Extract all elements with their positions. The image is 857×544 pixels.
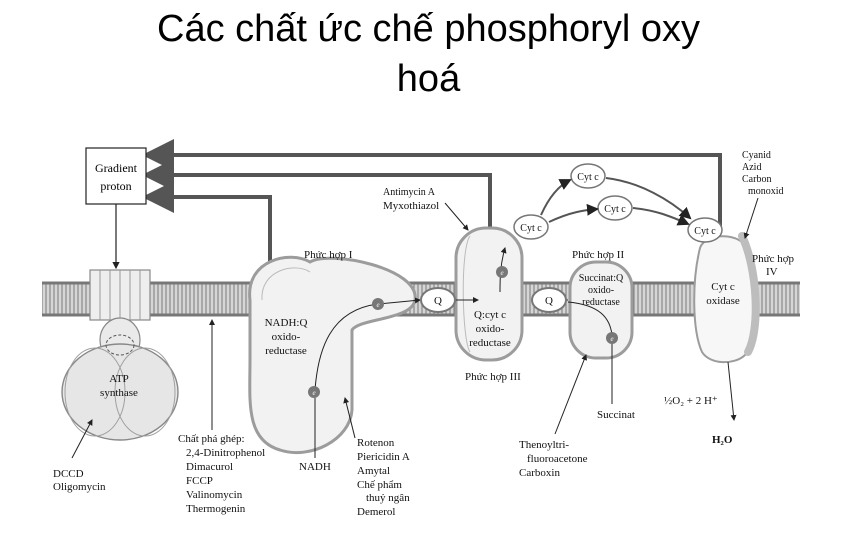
inhibitor-myxothiazol: Myxothiazol bbox=[383, 200, 439, 212]
complex-2: Phức hợp II Succinat:Q oxido- reductase bbox=[568, 249, 634, 360]
cytc-label-3: Cyt c bbox=[520, 223, 542, 234]
complex-3-footer: Phức hợp III bbox=[465, 371, 521, 383]
inhibitor-rotenon: Rotenon bbox=[357, 437, 395, 449]
gradient-proton-box: Gradient proton bbox=[85, 147, 147, 205]
title-line-1: Các chất ức chế phosphoryl oxy bbox=[157, 8, 700, 50]
complex-1-header: Phức hợp I bbox=[304, 249, 353, 261]
electron-2: e bbox=[312, 389, 315, 397]
complex-4-name-1: Cyt c bbox=[711, 281, 735, 293]
complex-1-name-2: oxido- bbox=[272, 331, 301, 343]
oxygen-label: ½O₂ + 2 H⁺ bbox=[664, 395, 718, 407]
q-carrier-1: Q bbox=[420, 287, 456, 313]
cytc-label-4: Cyt c bbox=[694, 226, 716, 237]
gradient-label-2: proton bbox=[100, 179, 131, 193]
nadh-label: NADH bbox=[299, 461, 331, 473]
succinat-label: Succinat bbox=[597, 409, 635, 421]
complex-1-name-3: reductase bbox=[265, 345, 307, 357]
uncoupler-fccp: FCCP bbox=[186, 475, 213, 487]
inhibitor-cyanid: Cyanid bbox=[742, 150, 771, 161]
uncoupler-dinitrophenol: 2,4-Dinitrophenol bbox=[186, 447, 265, 459]
q-label-1: Q bbox=[434, 295, 442, 307]
inhibitor-thenoyltri: Thenoyltri- bbox=[519, 439, 569, 451]
inhibitor-antimycin: Antimycin A bbox=[383, 187, 436, 198]
complex-4-header-2: IV bbox=[766, 266, 778, 278]
complex-4-name-2: oxidase bbox=[706, 295, 740, 307]
atp-synthase-label-1: ATP bbox=[109, 373, 129, 385]
cytc-arrows bbox=[540, 177, 692, 226]
complex-1-name-1: NADH:Q bbox=[265, 317, 308, 329]
q-label-2: Q bbox=[545, 295, 553, 307]
inhibitor-demerol: Demerol bbox=[357, 506, 395, 518]
uncoupler-dimacurol: Dimacurol bbox=[186, 461, 233, 473]
cytc-carriers bbox=[513, 163, 723, 243]
proton-arrows bbox=[142, 139, 722, 265]
inhibitor-carboxin: Carboxin bbox=[519, 467, 560, 479]
complex-2-name-1: Succinat:Q bbox=[579, 273, 624, 284]
inhibitor-oligomycin: Oligomycin bbox=[53, 481, 106, 493]
inhibitor-piericidin: Piericidin A bbox=[357, 451, 410, 463]
inhibitor-fluoroacetone: fluoroacetone bbox=[527, 453, 588, 465]
page-title: Các chất ức chế phosphoryl oxy hoá bbox=[0, 4, 857, 104]
uncouplers-header: Chất phá ghép: bbox=[178, 433, 245, 445]
complex-3-name-1: Q:cyt c bbox=[474, 309, 506, 321]
electron-3: e bbox=[500, 269, 503, 277]
electron-markers: e e e e bbox=[308, 266, 618, 398]
uncoupler-valinomycin: Valinomycin bbox=[186, 489, 243, 501]
inhibitor-monoxid: monoxid bbox=[748, 186, 784, 197]
electron-1: e bbox=[376, 301, 379, 309]
water-label: H₂O bbox=[712, 434, 733, 446]
electron-4: e bbox=[610, 335, 613, 343]
gradient-label-1: Gradient bbox=[95, 161, 138, 175]
inhibitor-che-pham: Chế phẩm bbox=[357, 479, 402, 491]
atp-synthase-label-2: synthase bbox=[100, 387, 138, 399]
uncoupler-thermogenin: Thermogenin bbox=[186, 503, 246, 515]
inhibitor-carbon: Carbon bbox=[742, 174, 771, 185]
cytc-label-2: Cyt c bbox=[604, 204, 626, 215]
complex-2-header: Phức hợp II bbox=[572, 249, 624, 261]
inhibitor-amytal: Amytal bbox=[357, 465, 390, 477]
membrane bbox=[42, 281, 800, 317]
inhibitor-dccd: DCCD bbox=[53, 468, 84, 480]
title-line-2: hoá bbox=[396, 58, 461, 100]
complex-3-name-2: oxido- bbox=[476, 323, 505, 335]
complex-2-name-3: reductase bbox=[582, 297, 620, 308]
cytc-label-1: Cyt c bbox=[577, 172, 599, 183]
inhibitor-azid: Azid bbox=[742, 162, 761, 173]
complex-4: Cyt c oxidase Phức hợp IV bbox=[693, 232, 795, 364]
inhibitor-thuy-ngan: thuỷ ngân bbox=[366, 492, 410, 504]
complex-3-name-3: reductase bbox=[469, 337, 511, 349]
atp-synthase: ATP synthase bbox=[61, 269, 179, 441]
complex-2-name-2: oxido- bbox=[588, 285, 614, 296]
complex-3: Q:cyt c oxido- reductase Phức hợp III bbox=[454, 226, 524, 383]
complex-1: Phức hợp I NADH:Q oxido- reductase bbox=[248, 249, 417, 455]
q-carrier-2: Q bbox=[531, 287, 567, 313]
complex-4-header-1: Phức hợp bbox=[752, 253, 795, 265]
